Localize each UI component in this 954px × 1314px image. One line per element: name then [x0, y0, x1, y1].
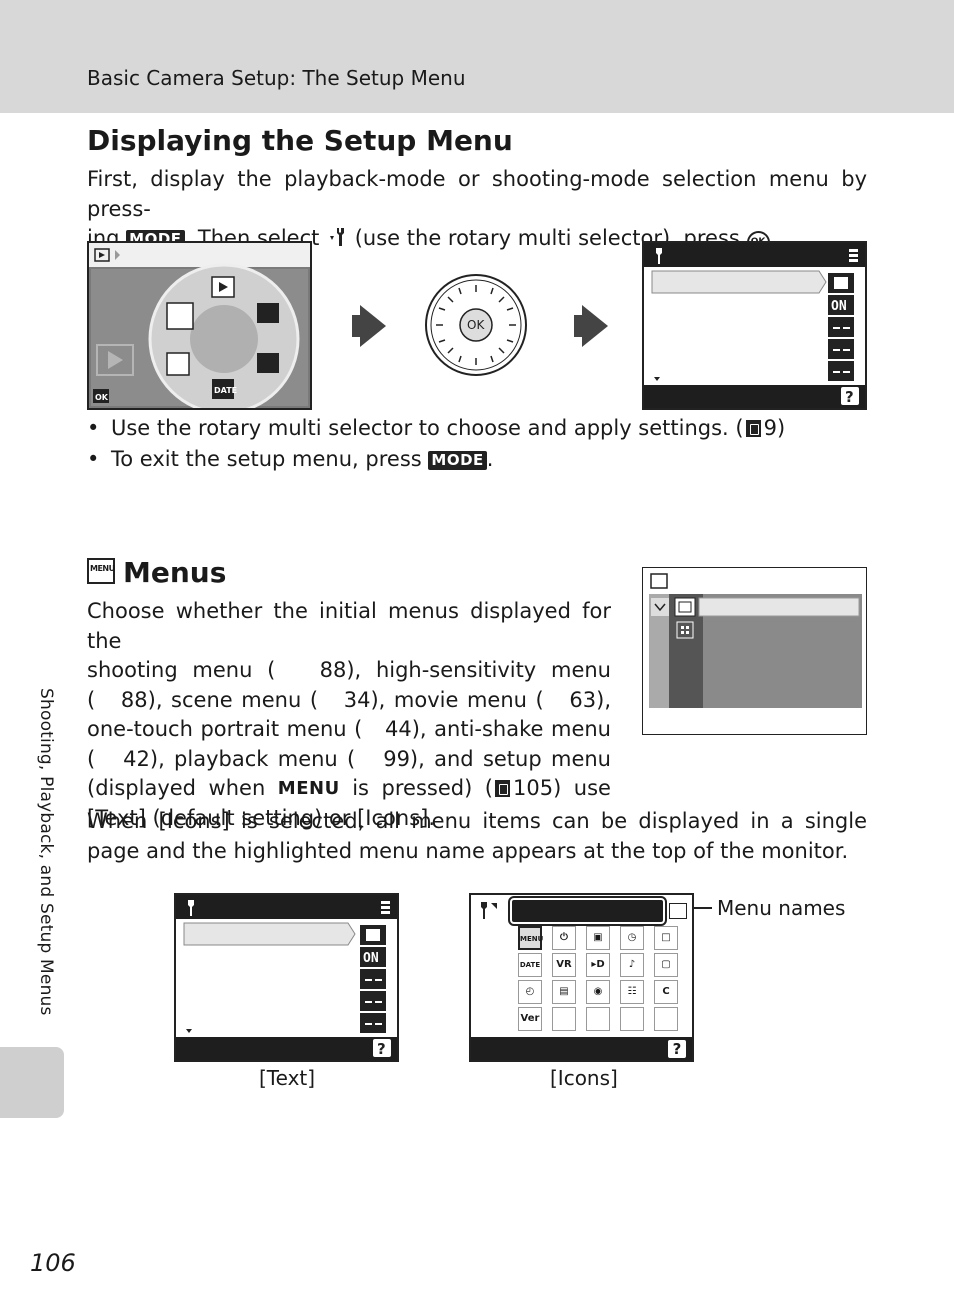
mode-dial-graphic: DATE OK [89, 243, 310, 415]
menu-names-label: Menu names [717, 896, 846, 920]
flow-arrow-1 [352, 305, 386, 347]
page-header: Basic Camera Setup: The Setup Menu [0, 0, 954, 113]
section1-bullets: Use the rotary multi selector to choose … [87, 413, 887, 475]
menu-icon-item[interactable]: ◴ [518, 980, 542, 1004]
menu-icon-item[interactable]: C [654, 980, 678, 1004]
menu-icon-item[interactable]: ▢ [654, 953, 678, 977]
svg-text:OK: OK [95, 393, 109, 402]
section2-paragraph1: Choose whether the initial menus display… [87, 599, 611, 830]
svg-text:ON: ON [363, 951, 379, 966]
menu-icon-item[interactable]: DATE [518, 953, 542, 977]
side-tab [0, 1047, 64, 1118]
menu-icon-item[interactable] [552, 1007, 576, 1031]
page-ref-icon [495, 780, 510, 797]
menu-icon-item[interactable]: ☷ [620, 980, 644, 1004]
menus-option-graphic [643, 568, 866, 708]
menu-icon-item[interactable] [654, 1007, 678, 1031]
menu-icon-item[interactable]: ♪ [620, 953, 644, 977]
menu-icon-item[interactable]: VR [552, 953, 576, 977]
menu-icon-item[interactable]: ▸D [586, 953, 610, 977]
setup-menu-screen: ON ? [642, 241, 867, 410]
menu-icon-item[interactable]: ▤ [552, 980, 576, 1004]
section2-paragraph2: When [Icons] is selected, all menu items… [87, 809, 867, 863]
menu-icon-item[interactable]: ◷ [620, 926, 644, 950]
icons-menu-screen: MENU ⏻ ▣ ◷ □ DATE VR ▸D ♪ ▢ ◴ ▤ ◉ ☷ C Ver ? [469, 893, 694, 1062]
menus-option-screen [642, 567, 867, 735]
svg-text:?: ? [845, 388, 854, 406]
svg-text:DATE: DATE [214, 386, 237, 395]
section-title-setup: Displaying the Setup Menu [87, 124, 513, 157]
menu-icon-item[interactable]: □ [654, 926, 678, 950]
menu-icon-item[interactable]: Ver [518, 1007, 542, 1031]
grid-view-icon [669, 903, 687, 919]
setup-menu-text-graphic: ON ? [644, 243, 865, 408]
svg-text:?: ? [377, 1040, 386, 1058]
text-menu-screen: ON ? [174, 893, 399, 1062]
side-label: Shooting, Playback, and Setup Menus [36, 688, 56, 1016]
setup-wrench-icon [330, 228, 345, 246]
flow-arrow-2 [574, 305, 608, 347]
menu-icon-item[interactable]: MENU [518, 926, 543, 950]
page-ref-icon [745, 420, 761, 437]
section1-intro: First, display the playback-mode or shoo… [87, 165, 867, 254]
svg-text:ON: ON [831, 299, 847, 314]
page-number: 106 [30, 1249, 76, 1277]
mode-selection-screen: DATE OK [87, 241, 312, 415]
text-menu-graphic: ON ? [176, 895, 397, 1060]
bullet-item: To exit the setup menu, press MODE. [87, 444, 887, 475]
mode-key-icon: MODE [428, 451, 487, 470]
menu-icon-item[interactable]: ▣ [586, 926, 610, 950]
header-title: Basic Camera Setup: The Setup Menu [87, 66, 466, 90]
rotary-multi-selector-icon: OK [425, 274, 527, 376]
menu-icon-item[interactable]: ⏻ [552, 926, 576, 950]
menu-icon-item[interactable] [586, 1007, 610, 1031]
help-icon: ? [668, 1040, 686, 1058]
menu-name-bar [508, 896, 667, 926]
setup-wrench-icon [481, 902, 497, 919]
svg-text:OK: OK [467, 318, 485, 332]
text-caption: [Text] [259, 1066, 316, 1090]
menu-names-leader-line [692, 907, 712, 909]
menu-icon-item[interactable] [620, 1007, 644, 1031]
bullet-item: Use the rotary multi selector to choose … [87, 413, 887, 444]
menu-icon: MENU [87, 558, 115, 584]
menu-icon-item[interactable]: ◉ [586, 980, 610, 1004]
icons-caption: [Icons] [550, 1066, 618, 1090]
menu-button-icon: MENU [277, 778, 340, 799]
